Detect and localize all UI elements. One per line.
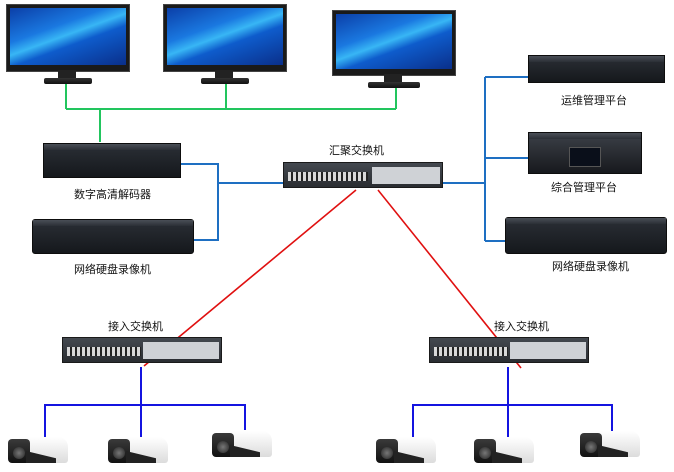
core-links-right	[440, 76, 528, 242]
core-switch-label: 汇聚交换机	[329, 144, 384, 157]
camera-icon	[212, 431, 272, 461]
display-links	[65, 84, 397, 142]
monitor-icon	[10, 8, 126, 65]
decoder-label: 数字高清解码器	[74, 188, 151, 201]
access-switch-left-label: 接入交换机	[108, 320, 163, 333]
nvr-right-label: 网络硬盘录像机	[552, 260, 629, 273]
camera-icon	[376, 437, 436, 467]
monitor-1	[6, 4, 130, 86]
nvr-right-icon	[505, 217, 667, 254]
uplink-left	[143, 189, 357, 367]
camera-links	[44, 367, 613, 438]
access-switch-left-icon	[62, 337, 222, 363]
access-switch-right-icon	[429, 337, 589, 363]
access-switch-right-label: 接入交换机	[494, 320, 549, 333]
left-cam-bus	[44, 404, 246, 437]
right-cam-bus	[412, 404, 613, 437]
mgmt-platform-icon	[528, 132, 642, 174]
camera-icon	[474, 437, 534, 467]
core-links-left	[181, 163, 290, 241]
mgmt-platform-label: 综合管理平台	[551, 181, 617, 194]
nvr-left-icon	[32, 219, 194, 254]
decoder-icon	[43, 143, 181, 178]
monitor-2	[163, 4, 287, 86]
core-switch-icon	[283, 162, 443, 188]
camera-icon	[580, 431, 640, 461]
monitor-icon	[167, 8, 283, 65]
decoder-link	[181, 163, 219, 182]
ops-platform-icon	[528, 55, 665, 83]
nvr-left-link	[190, 182, 219, 241]
ops-platform-label: 运维管理平台	[561, 94, 627, 107]
camera-icon	[108, 437, 168, 467]
lcd-panel	[569, 147, 601, 167]
monitor-3	[332, 10, 456, 92]
nvr-left-label: 网络硬盘录像机	[74, 263, 151, 276]
camera-icon	[8, 437, 68, 467]
monitor-icon	[336, 14, 452, 69]
